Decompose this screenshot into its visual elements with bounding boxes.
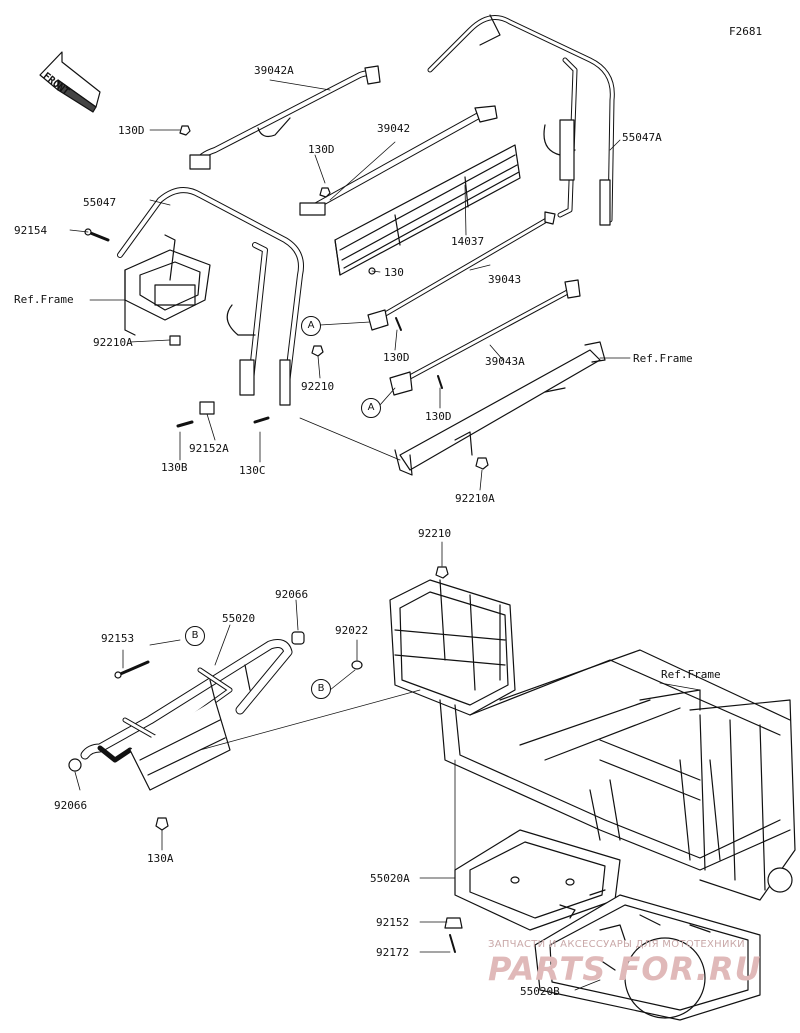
label-92022: 92022: [335, 624, 369, 637]
label-92210-b: 92210: [418, 527, 452, 540]
label-39042: 39042: [377, 122, 411, 135]
label-92152: 92152: [376, 916, 410, 929]
bolt-130B: [176, 420, 194, 428]
label-92152A: 92152A: [189, 442, 229, 455]
nut-92210-lower: [435, 566, 449, 579]
washer-92152: [444, 917, 463, 929]
rear-side-rail: [394, 341, 606, 476]
label-130D-c: 130D: [383, 351, 410, 364]
label-92210A-b: 92210A: [455, 492, 495, 505]
nut-92210-upper: [311, 345, 324, 357]
label-55047: 55047: [83, 196, 117, 209]
main-frame: [389, 579, 796, 901]
bolt-92153: [114, 660, 150, 679]
label-130B: 130B: [161, 461, 188, 474]
bolt-92172: [449, 934, 456, 953]
label-55020: 55020: [222, 612, 256, 625]
figure-code: F2681: [729, 25, 763, 38]
bolt-130C: [253, 416, 270, 424]
watermark-logo: PARTS FOR.RU: [488, 950, 762, 988]
front-bumper-55020: [80, 639, 293, 791]
callout-b-lower: B: [311, 679, 331, 699]
bolt-92154: [84, 228, 110, 242]
leader-lines-top: [69, 79, 631, 491]
bolt-130A: [155, 817, 169, 831]
front-arrow-icon: [39, 51, 101, 113]
bolt-130D-lower: [395, 317, 402, 331]
bar-39043A: [389, 279, 581, 396]
label-39042A: 39042A: [254, 64, 294, 77]
callout-b-upper: B: [185, 626, 205, 646]
roof-bar-39042A: [189, 65, 381, 170]
label-130A: 130A: [147, 852, 174, 865]
nut-130D-upper: [179, 125, 191, 136]
label-130C: 130C: [239, 464, 266, 477]
front-mount-bracket: [124, 234, 211, 336]
label-92172: 92172: [376, 946, 410, 959]
label-130D-b: 130D: [308, 143, 335, 156]
label-55047A: 55047A: [622, 131, 662, 144]
label-55020A: 55020A: [370, 872, 410, 885]
label-55020B: 55020B: [520, 985, 560, 998]
bar-39043: [367, 211, 556, 331]
leader-lines-bottom: [74, 541, 701, 991]
nut-92210A-lower: [475, 457, 489, 470]
bolt-130D-low: [437, 375, 443, 389]
nut-130D-mid: [319, 187, 331, 198]
cap-92066-right: [291, 631, 305, 645]
skid-plate-55020B: [534, 894, 761, 1021]
label-39043A: 39043A: [485, 355, 525, 368]
collar-92152A: [199, 401, 215, 415]
watermark-tagline: ЗАПЧАСТИ И АКСЕССУАРЫ ДЛЯ МОТОТЕХНИКИ: [488, 939, 745, 950]
label-ref-frame-a: Ref.Frame: [14, 293, 74, 306]
rear-roll-bar-55047A: [427, 14, 615, 226]
label-92066-a: 92066: [275, 588, 309, 601]
callout-a-lower: A: [361, 398, 381, 418]
label-92066-b: 92066: [54, 799, 88, 812]
label-92210A-a: 92210A: [93, 336, 133, 349]
cap-92066-left: [68, 758, 82, 772]
label-ref-frame-b: Ref.Frame: [633, 352, 693, 365]
label-ref-frame-c: Ref.Frame: [661, 668, 721, 681]
label-92153: 92153: [101, 632, 135, 645]
label-92154: 92154: [14, 224, 48, 237]
label-130: 130: [384, 266, 404, 279]
washer-92022: [351, 660, 363, 670]
label-130D-a: 130D: [118, 124, 145, 137]
label-92210-a: 92210: [301, 380, 335, 393]
nut-92210A-upper: [169, 335, 181, 346]
label-14037: 14037: [451, 235, 485, 248]
callout-a-upper: A: [301, 316, 321, 336]
label-39043: 39043: [488, 273, 522, 286]
panel-14037: [334, 144, 521, 276]
label-130D-d: 130D: [425, 410, 452, 423]
front-roll-bar-55047: [117, 187, 304, 406]
